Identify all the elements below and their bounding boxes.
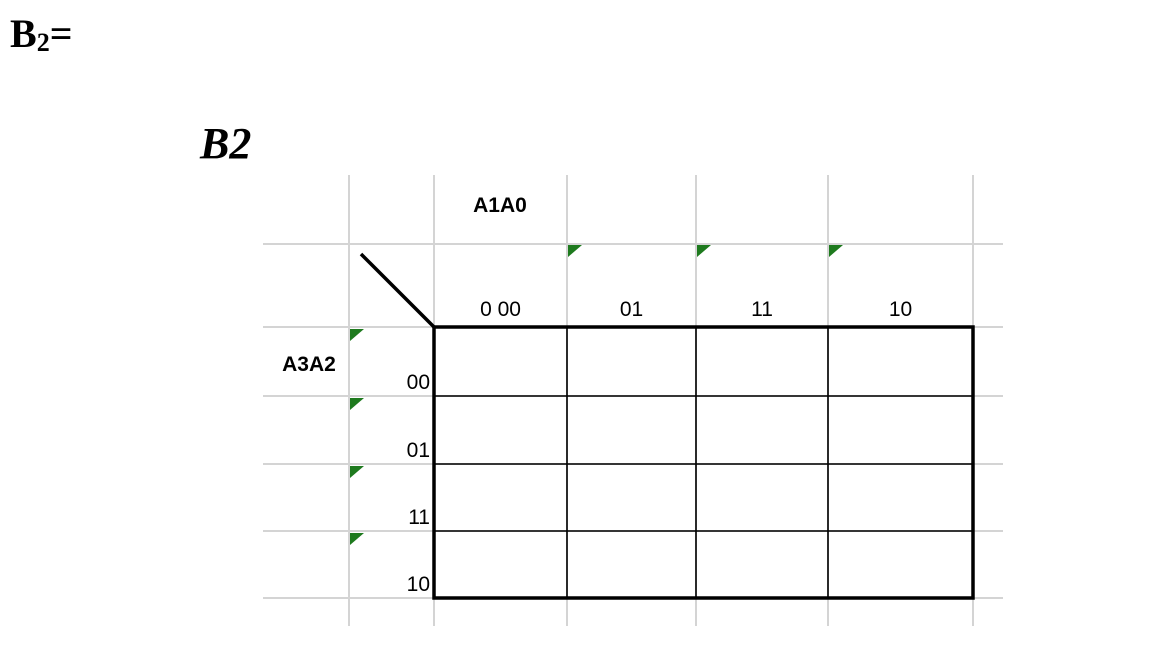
comment-marker-icon <box>568 245 582 257</box>
map-title: B2 <box>200 119 252 168</box>
kmap-col-label: 0 00 <box>480 298 521 321</box>
kmap-row-label: 01 <box>407 439 430 462</box>
kmap-col-variable: A1A0 <box>473 194 527 217</box>
kmap-row-label: 00 <box>407 371 430 394</box>
kmap-col-label: 11 <box>751 298 773 321</box>
kmap-diagonal <box>359 252 436 329</box>
comment-marker-icon <box>350 398 364 410</box>
kmap-cells <box>359 252 975 600</box>
kmap-col-label: 01 <box>620 298 643 321</box>
comment-marker-icon <box>350 466 364 478</box>
kmap-row-label: 11 <box>408 506 430 529</box>
comment-marker-icon <box>350 329 364 341</box>
kmap-col-label: 10 <box>889 298 912 321</box>
sheet-grid <box>263 175 1003 626</box>
comment-marker-icon <box>350 533 364 545</box>
comment-marker-icon <box>829 245 843 257</box>
kmap-row-label: 10 <box>407 573 430 596</box>
equation-subscript: 2 <box>36 28 50 57</box>
comment-markers <box>350 245 843 545</box>
kmap-border <box>432 325 975 600</box>
equation-var: B <box>10 11 37 56</box>
equation-suffix: = <box>49 11 73 56</box>
equation-label: B2= <box>10 14 72 56</box>
kmap-row-variable: A3A2 <box>282 353 336 376</box>
comment-marker-icon <box>697 245 711 257</box>
